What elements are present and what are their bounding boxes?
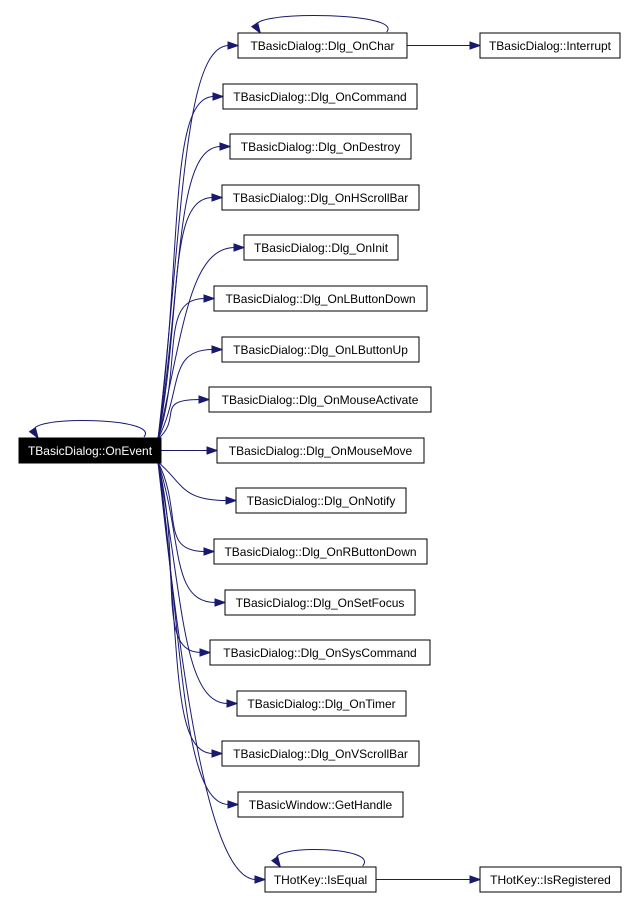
edge-root-oncommand [157,96,215,440]
edge-isequal-isregistered-arrowhead [469,875,482,884]
node-interrupt-label: TBasicDialog::Interrupt [489,39,612,53]
edge-root-onrbuttondown [157,461,206,552]
edge-root-onrbuttondown-arrowhead [203,547,216,556]
edge-root-gethandle-arrowhead [227,800,240,809]
edge-root-onhscroll [157,197,214,440]
node-onmousemove[interactable]: TBasicDialog::Dlg_OnMouseMove [216,437,425,464]
edge-root-onsetfocus [157,461,217,603]
node-isequal-label: THotKey::IsEqual [274,873,367,887]
node-onchar-label: TBasicDialog::Dlg_OnChar [250,39,394,53]
node-onrbuttondown-label: TBasicDialog::Dlg_OnRButtonDown [224,545,416,559]
edge-root-onmouseactivate [157,399,201,440]
edge-onchar-interrupt-arrowhead [469,41,482,50]
edge-root-onlbuttondown [157,298,206,440]
edge-root-onhscroll-arrowhead [211,193,224,202]
node-onsetfocus[interactable]: TBasicDialog::Dlg_OnSetFocus [224,589,416,616]
node-ontimer[interactable]: TBasicDialog::Dlg_OnTimer [236,690,407,717]
edge-root-oncommand-arrowhead [212,92,225,101]
node-onhscroll[interactable]: TBasicDialog::Dlg_OnHScrollBar [221,184,420,211]
edge-root-onlbuttondown-arrowhead [203,294,216,303]
node-onlbuttondown-label: TBasicDialog::Dlg_OnLButtonDown [225,292,415,306]
node-onrbuttondown[interactable]: TBasicDialog::Dlg_OnRButtonDown [213,538,428,565]
edge-root-gethandle [157,461,230,805]
node-onmousemove-label: TBasicDialog::Dlg_OnMouseMove [229,444,413,458]
node-onsyscommand-label: TBasicDialog::Dlg_OnSysCommand [223,646,416,660]
node-onmouseactivate[interactable]: TBasicDialog::Dlg_OnMouseActivate [208,386,432,413]
edge-root-onvscroll-arrowhead [211,749,224,758]
node-ontimer-label: TBasicDialog::Dlg_OnTimer [247,697,395,711]
edge-root-ondestroy [157,146,222,440]
node-onsyscommand[interactable]: TBasicDialog::Dlg_OnSysCommand [209,639,431,666]
node-onchar[interactable]: TBasicDialog::Dlg_OnChar [237,32,408,59]
node-isequal[interactable]: THotKey::IsEqual [264,866,377,893]
edge-root-ontimer-arrowhead [226,699,239,708]
node-root[interactable]: TBasicDialog::OnEvent [18,437,162,464]
edge-root-onmousemove-arrowhead [206,446,219,455]
edge-root-onsyscommand [157,461,202,653]
self-loop-root [34,420,146,438]
edge-root-onnotify-arrowhead [225,496,238,505]
node-oncommand-label: TBasicDialog::Dlg_OnCommand [233,90,406,104]
node-onvscroll-label: TBasicDialog::Dlg_OnVScrollBar [233,747,408,761]
node-onmouseactivate-label: TBasicDialog::Dlg_OnMouseActivate [222,393,419,407]
self-loop-onchar [256,15,389,33]
edge-root-isequal [157,461,257,880]
node-onnotify[interactable]: TBasicDialog::Dlg_OnNotify [235,487,407,514]
node-onlbuttondown[interactable]: TBasicDialog::Dlg_OnLButtonDown [213,285,428,312]
self-loop-isequal [275,849,366,867]
edge-root-onlbuttonup-arrowhead [211,345,224,354]
edge-root-onlbuttonup [157,349,214,440]
edge-root-oninit [157,247,236,440]
node-oninit[interactable]: TBasicDialog::Dlg_OnInit [243,234,399,261]
node-interrupt[interactable]: TBasicDialog::Interrupt [479,32,621,59]
node-onvscroll[interactable]: TBasicDialog::Dlg_OnVScrollBar [221,740,420,767]
node-root-label: TBasicDialog::OnEvent [28,444,153,458]
node-oncommand[interactable]: TBasicDialog::Dlg_OnCommand [222,83,418,110]
node-isregistered-label: THotKey::IsRegistered [490,873,611,887]
edges-layer [28,15,482,884]
edge-root-onchar-arrowhead [227,41,240,50]
nodes-layer: TBasicDialog::OnEvent TBasicDialog::Dlg_… [18,32,622,893]
edge-root-onmouseactivate-arrowhead [198,395,211,404]
self-loop-isequal-arrowhead [270,855,282,869]
edge-root-isequal-arrowhead [254,875,267,884]
node-onsetfocus-label: TBasicDialog::Dlg_OnSetFocus [236,596,405,610]
node-ondestroy[interactable]: TBasicDialog::Dlg_OnDestroy [229,133,412,160]
node-ondestroy-label: TBasicDialog::Dlg_OnDestroy [241,140,400,154]
self-loop-root-arrowhead [28,426,39,440]
self-loop-onchar-arrowhead [250,21,262,35]
edge-root-onsyscommand-arrowhead [199,648,212,657]
node-onnotify-label: TBasicDialog::Dlg_OnNotify [247,494,396,508]
edge-root-oninit-arrowhead [233,243,246,252]
edge-root-onsetfocus-arrowhead [214,598,227,607]
edge-root-ontimer [157,461,229,704]
node-oninit-label: TBasicDialog::Dlg_OnInit [254,241,389,255]
edge-root-ondestroy-arrowhead [219,142,232,151]
edge-root-onnotify [157,461,228,501]
node-onhscroll-label: TBasicDialog::Dlg_OnHScrollBar [233,191,408,205]
node-gethandle-label: TBasicWindow::GetHandle [249,798,393,812]
node-gethandle[interactable]: TBasicWindow::GetHandle [237,791,404,818]
node-onlbuttonup[interactable]: TBasicDialog::Dlg_OnLButtonUp [221,336,420,363]
node-onlbuttonup-label: TBasicDialog::Dlg_OnLButtonUp [233,343,408,357]
edge-root-onchar [157,45,230,440]
node-isregistered[interactable]: THotKey::IsRegistered [479,866,622,893]
